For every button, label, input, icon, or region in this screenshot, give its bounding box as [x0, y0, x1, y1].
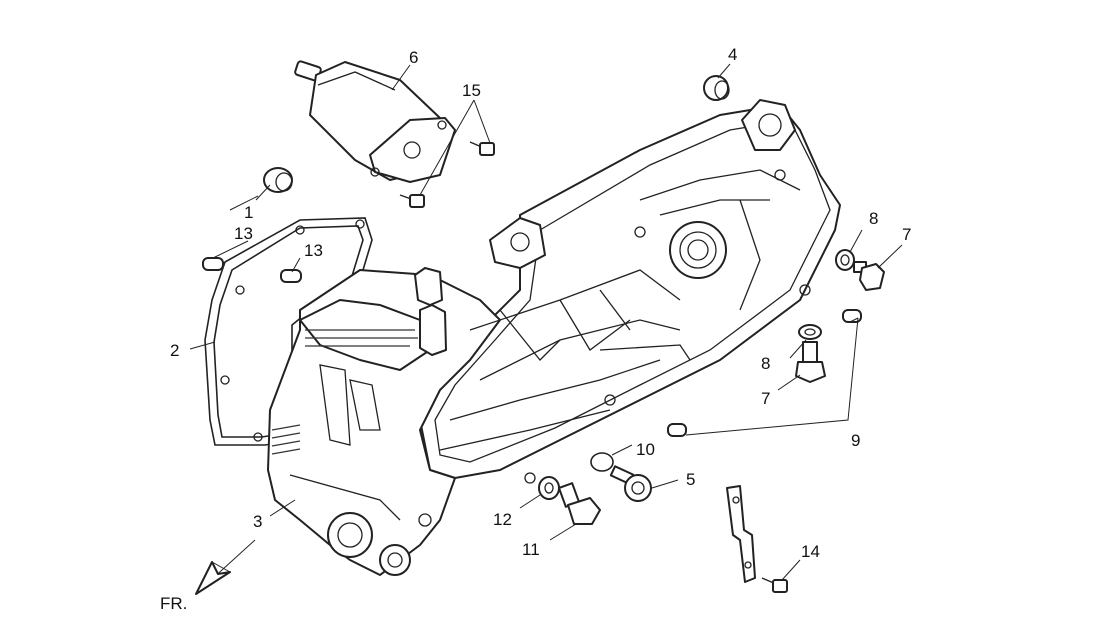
washer: [835, 249, 855, 271]
drain-bolt: [795, 341, 826, 383]
callout-8-upper: 8: [869, 209, 878, 228]
callout-13-right: 13: [304, 241, 323, 260]
callout-4: 4: [728, 45, 737, 64]
dowel-pin: [667, 423, 687, 437]
washer: [538, 476, 560, 500]
callout-11: 11: [522, 540, 540, 559]
callout-2: 2: [170, 341, 179, 360]
crankcase-body: [267, 99, 841, 576]
callout-15: 15: [462, 81, 481, 100]
callout-8-lower: 8: [761, 354, 770, 373]
dowel-pin: [842, 309, 862, 323]
callout-13-left: 13: [234, 224, 253, 243]
callout-1: 1: [244, 203, 253, 222]
bracket-bolt: [761, 577, 788, 593]
o-ring: [590, 452, 614, 472]
leader-lines: [189, 63, 903, 581]
mounting-bracket: [726, 485, 756, 583]
orientation-label: FR.: [160, 594, 187, 613]
bushing: [263, 167, 293, 193]
starter-bolt: [399, 194, 425, 208]
callout-3: 3: [253, 512, 262, 531]
callout-9: 9: [851, 431, 860, 450]
dowel-pin: [202, 257, 224, 271]
callout-7-lower: 7: [761, 389, 770, 408]
drain-bolt: [853, 261, 885, 291]
oil-plug: [609, 465, 652, 502]
starter-bolt: [469, 141, 495, 156]
callout-5: 5: [686, 470, 695, 489]
callout-12: 12: [493, 510, 512, 529]
starter-motor: [294, 60, 456, 183]
drain-bolt: [558, 482, 601, 525]
washer: [798, 324, 822, 340]
callout-7-upper: 7: [902, 225, 911, 244]
callout-6: 6: [409, 48, 418, 67]
callout-10: 10: [636, 440, 655, 459]
bushing: [703, 75, 730, 101]
dowel-pin: [280, 269, 302, 283]
callout-14: 14: [801, 542, 820, 561]
front-direction-arrow: [195, 539, 256, 595]
